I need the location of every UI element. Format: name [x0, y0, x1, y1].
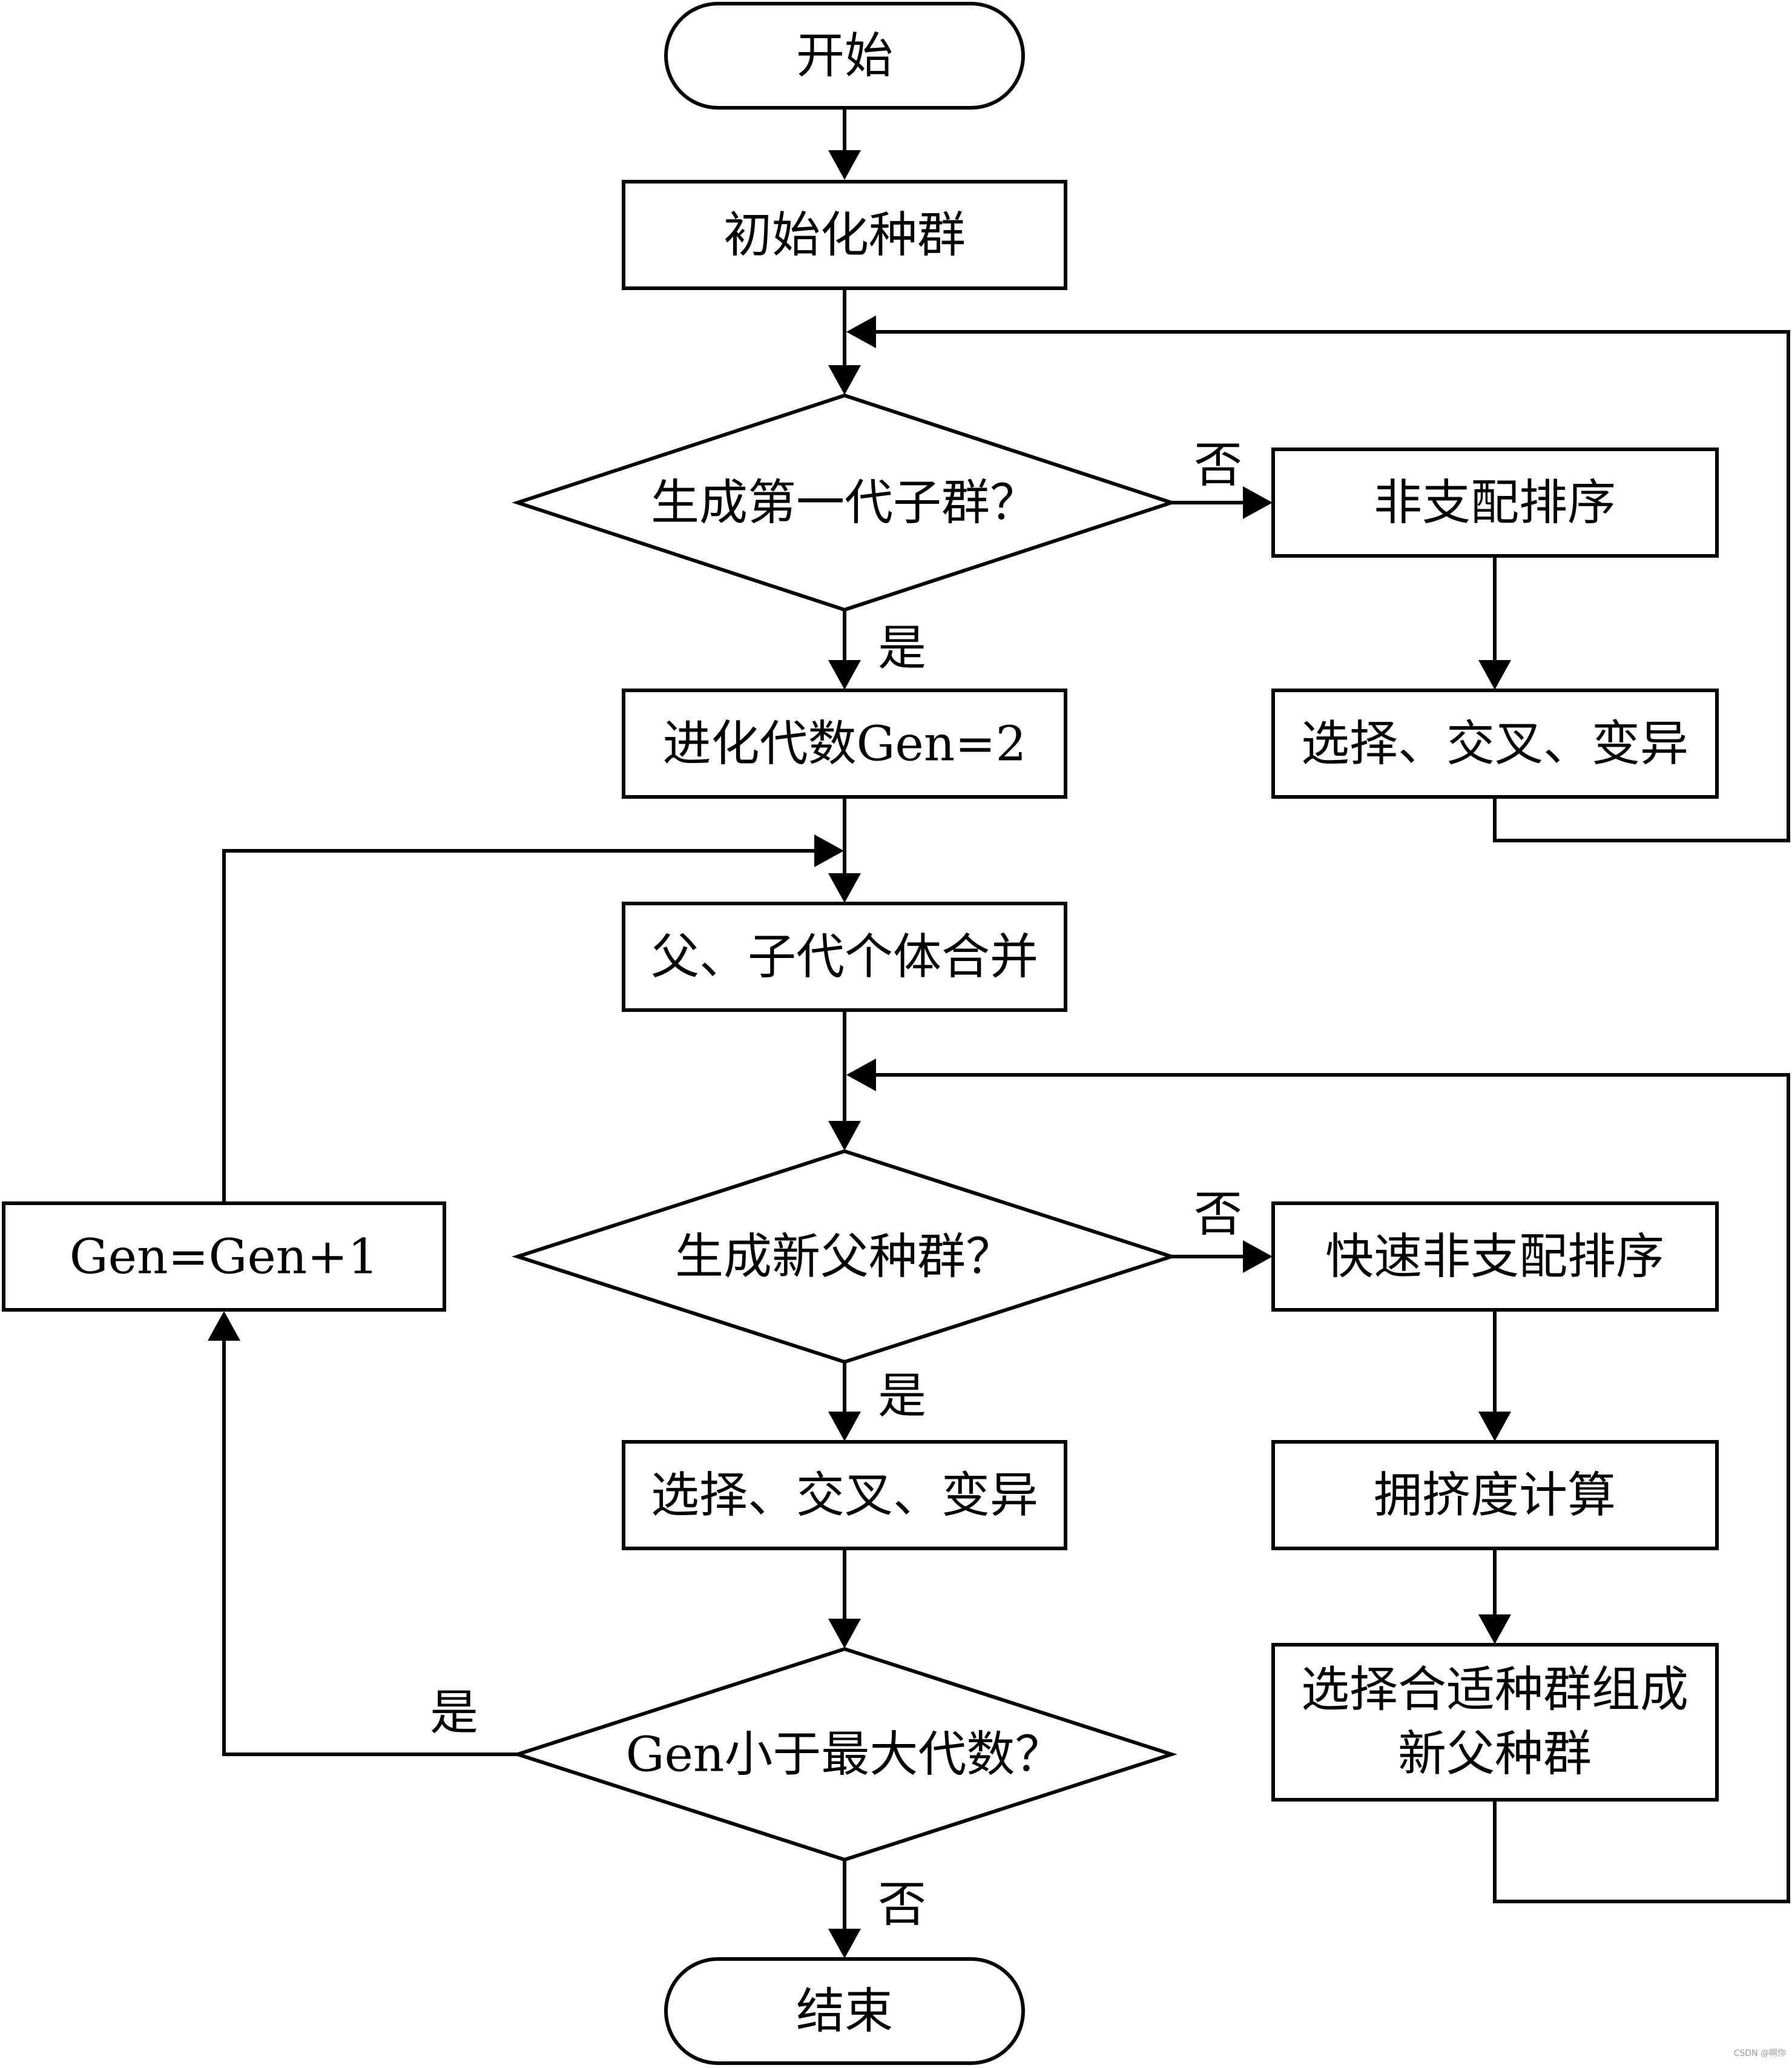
gen-increment-label: Gen=Gen+1	[70, 1229, 379, 1285]
edge-label-new-parent-no: 否	[1194, 1186, 1242, 1243]
select-cross-mutate-box-1	[1271, 689, 1719, 799]
arrowhead-decision3-yes	[208, 1311, 240, 1341]
merge-label: 父、子代个体合并	[651, 929, 1038, 985]
set-gen-label: 进化代数Gen=2	[663, 716, 1027, 772]
arrowhead-fastsort-crowding	[1478, 1412, 1511, 1441]
arrowhead-gen-increment-loop	[814, 834, 844, 867]
arrowhead-sort-select1	[1478, 660, 1511, 690]
edge-gen-increment-loop	[222, 849, 815, 1203]
arrowhead-decision2-no	[1243, 1240, 1273, 1273]
decision-max-gen-label: Gen小于最大代数？	[626, 1726, 1064, 1783]
select-new-parent-label-line1: 选择合适种群组成	[1301, 1662, 1688, 1718]
edge-label-first-gen-no: 否	[1194, 437, 1242, 494]
crowding-label: 拥挤度计算	[1374, 1467, 1616, 1524]
gen-increment-box	[2, 1201, 446, 1312]
watermark: CSDN @啊你	[1734, 2049, 1786, 2058]
end-terminal	[664, 1957, 1025, 2065]
init-population-box	[622, 180, 1067, 290]
nondominated-sort-box	[1271, 448, 1719, 558]
arrowhead-decision1-yes	[828, 660, 861, 690]
crowding-box	[1271, 1440, 1719, 1550]
start-label: 开始	[796, 28, 893, 84]
select-new-parent-label-line2: 新父种群	[1398, 1726, 1592, 1782]
edge-label-max-gen-no: 否	[878, 1877, 926, 1933]
nondominated-sort-label: 非支配排序	[1374, 475, 1616, 531]
edge-loop-new-parent	[875, 1073, 1790, 1903]
select-cross-mutate-box-2	[622, 1440, 1067, 1550]
edge-label-new-parent-yes: 是	[878, 1368, 926, 1424]
arrowhead-init-decision1	[828, 365, 861, 395]
arrowhead-select2-decision3	[828, 1619, 861, 1648]
select-cross-mutate-label-2: 选择、交叉、变异	[651, 1467, 1038, 1524]
edge-label-max-gen-yes: 是	[430, 1685, 478, 1741]
decision-new-parent-label: 生成新父种群？	[675, 1229, 1014, 1285]
arrowhead-decision3-no	[828, 1929, 861, 1958]
fast-nondominated-sort-box	[1271, 1201, 1719, 1312]
arrowhead-loop-first-gen	[846, 315, 876, 348]
init-population-label: 初始化种群	[723, 207, 966, 263]
select-cross-mutate-label-1: 选择、交叉、变异	[1301, 716, 1688, 772]
fast-nondominated-sort-label: 快速非支配排序	[1325, 1229, 1664, 1285]
arrowhead-decision2-yes	[828, 1412, 861, 1441]
arrowhead-decision1-no	[1243, 486, 1273, 519]
arrowhead-merge-decision2	[828, 1121, 861, 1151]
select-new-parent-box	[1271, 1643, 1719, 1802]
edge-loop-first-gen	[875, 330, 1790, 842]
end-label: 结束	[796, 1983, 893, 2040]
arrowhead-loop-new-parent	[846, 1059, 876, 1091]
decision-first-gen-label: 生成第一代子群？	[651, 475, 1038, 531]
arrowhead-start-init	[828, 150, 861, 180]
edge-label-first-gen-yes: 是	[878, 620, 926, 676]
merge-box	[622, 902, 1067, 1012]
edge-decision3-yes	[222, 1340, 518, 1756]
arrowhead-crowding-newparent	[1478, 1614, 1511, 1644]
arrowhead-setgen-merge	[828, 873, 861, 903]
